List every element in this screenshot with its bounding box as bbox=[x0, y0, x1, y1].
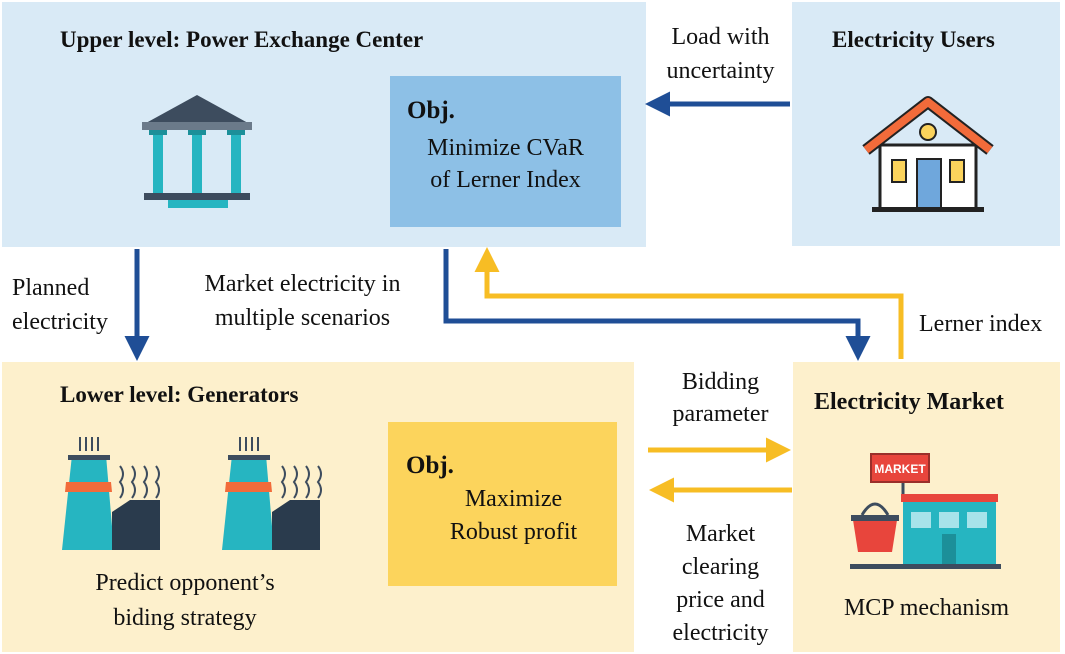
planned-label-line1: Planned bbox=[12, 275, 90, 301]
upper-objective-heading: Obj. bbox=[407, 97, 455, 124]
market-electricity-arrow bbox=[443, 249, 871, 361]
electricity-market-title: Electricity Market bbox=[814, 389, 1004, 415]
bidding-label-line1: Bidding bbox=[681, 369, 760, 395]
lower-level-title: Lower level: Generators bbox=[60, 382, 299, 407]
planned-label-line2: electricity bbox=[12, 309, 108, 335]
clearing-label-line3: price and bbox=[676, 587, 765, 613]
upper-objective-box bbox=[390, 76, 621, 227]
upper-objective-line2: of Lerner Index bbox=[430, 167, 581, 193]
load-label-line2: uncertainty bbox=[666, 58, 775, 84]
upper-level-title: Upper level: Power Exchange Center bbox=[60, 27, 424, 52]
bank-icon bbox=[142, 95, 252, 208]
lower-objective-line2: Robust profit bbox=[449, 519, 578, 545]
market-icon: MARKET bbox=[850, 453, 1001, 569]
house-icon bbox=[862, 96, 994, 212]
mcp-mechanism-caption: MCP mechanism bbox=[843, 595, 1010, 621]
power-plant-icon-2 bbox=[222, 437, 322, 550]
market-electricity-label-line2: multiple scenarios bbox=[214, 305, 391, 331]
clearing-label-line1: Market bbox=[685, 521, 756, 547]
bidding-label-line2: parameter bbox=[672, 401, 769, 427]
clearing-label-line4: electricity bbox=[672, 620, 769, 646]
clearing-label-line2: clearing bbox=[681, 554, 760, 580]
lerner-index-arrow bbox=[474, 247, 904, 359]
generators-caption-line2: biding strategy bbox=[113, 605, 257, 631]
market-electricity-label-line1: Market electricity in bbox=[204, 271, 401, 297]
generators-caption-line1: Predict opponent’s bbox=[95, 570, 275, 596]
power-plant-icon bbox=[62, 437, 160, 550]
electricity-users-title: Electricity Users bbox=[832, 27, 995, 52]
load-label-line1: Load with bbox=[671, 24, 770, 50]
lower-objective-box bbox=[388, 422, 617, 586]
lower-objective-line1: Maximize bbox=[464, 486, 563, 512]
upper-objective-line1: Minimize CVaR bbox=[427, 135, 584, 161]
lerner-index-label: Lerner index bbox=[919, 311, 1043, 337]
lower-objective-heading: Obj. bbox=[406, 452, 454, 479]
market-sign-text: MARKET bbox=[874, 462, 926, 476]
